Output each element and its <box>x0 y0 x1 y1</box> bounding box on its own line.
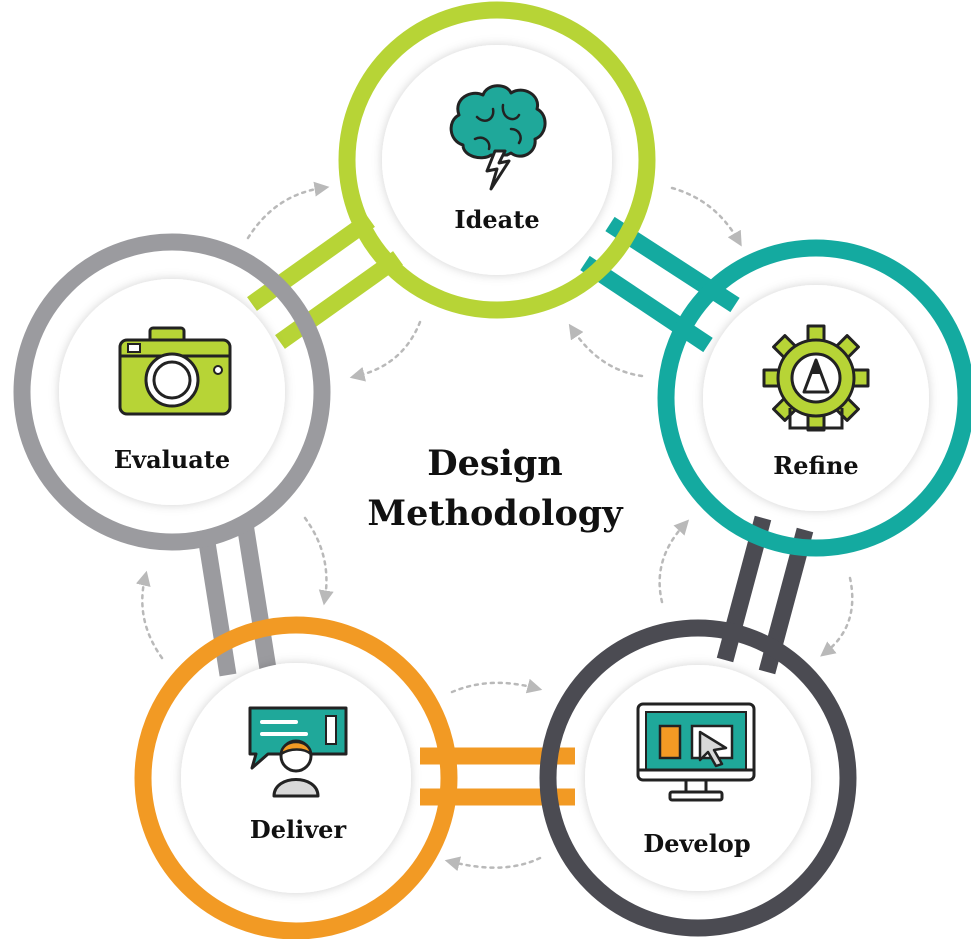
flow-arrow-refine-develop-outer <box>820 576 854 657</box>
deliver-label: Deliver <box>250 815 347 844</box>
center-title: Design Methodology <box>367 443 624 534</box>
node-refine: Refine <box>657 239 971 557</box>
flow-arrow-inner-5 <box>303 516 334 606</box>
flow-arrow-develop-deliver-outer <box>444 856 542 872</box>
camera-icon <box>118 326 232 416</box>
flow-arrow-inner-1 <box>349 320 422 382</box>
ideate-ring <box>338 1 656 319</box>
center-title-line2: Methodology <box>367 493 624 534</box>
deliver-ring <box>134 616 458 939</box>
flow-arrow-inner-3 <box>658 519 690 604</box>
flow-arrow-deliver-evaluate-outer <box>135 570 164 660</box>
monitor-cursor-icon <box>636 702 756 802</box>
refine-label: Refine <box>773 451 858 480</box>
brain-lightning-icon <box>449 84 547 191</box>
ideate-label: Ideate <box>454 205 539 234</box>
evaluate-label: Evaluate <box>114 445 230 474</box>
flow-arrows <box>135 181 854 872</box>
gear-pencil-icon <box>762 324 870 432</box>
node-develop: Develop <box>539 619 857 937</box>
refine-ring <box>657 239 971 557</box>
node-deliver: Deliver <box>134 616 458 939</box>
develop-ring <box>539 619 857 937</box>
flow-arrow-inner-2 <box>568 323 644 378</box>
node-evaluate: Evaluate <box>13 233 331 551</box>
center-title-line1: Design <box>427 443 563 484</box>
evaluate-ring <box>13 233 331 551</box>
flow-arrow-inner-4 <box>450 678 543 694</box>
node-ideate: Ideate <box>338 1 656 319</box>
presenter-speech-icon <box>248 706 348 798</box>
develop-label: Develop <box>643 829 750 858</box>
flow-arrow-evaluate-ideate <box>246 181 330 240</box>
flow-arrow-ideate-refine-outer <box>670 186 742 247</box>
